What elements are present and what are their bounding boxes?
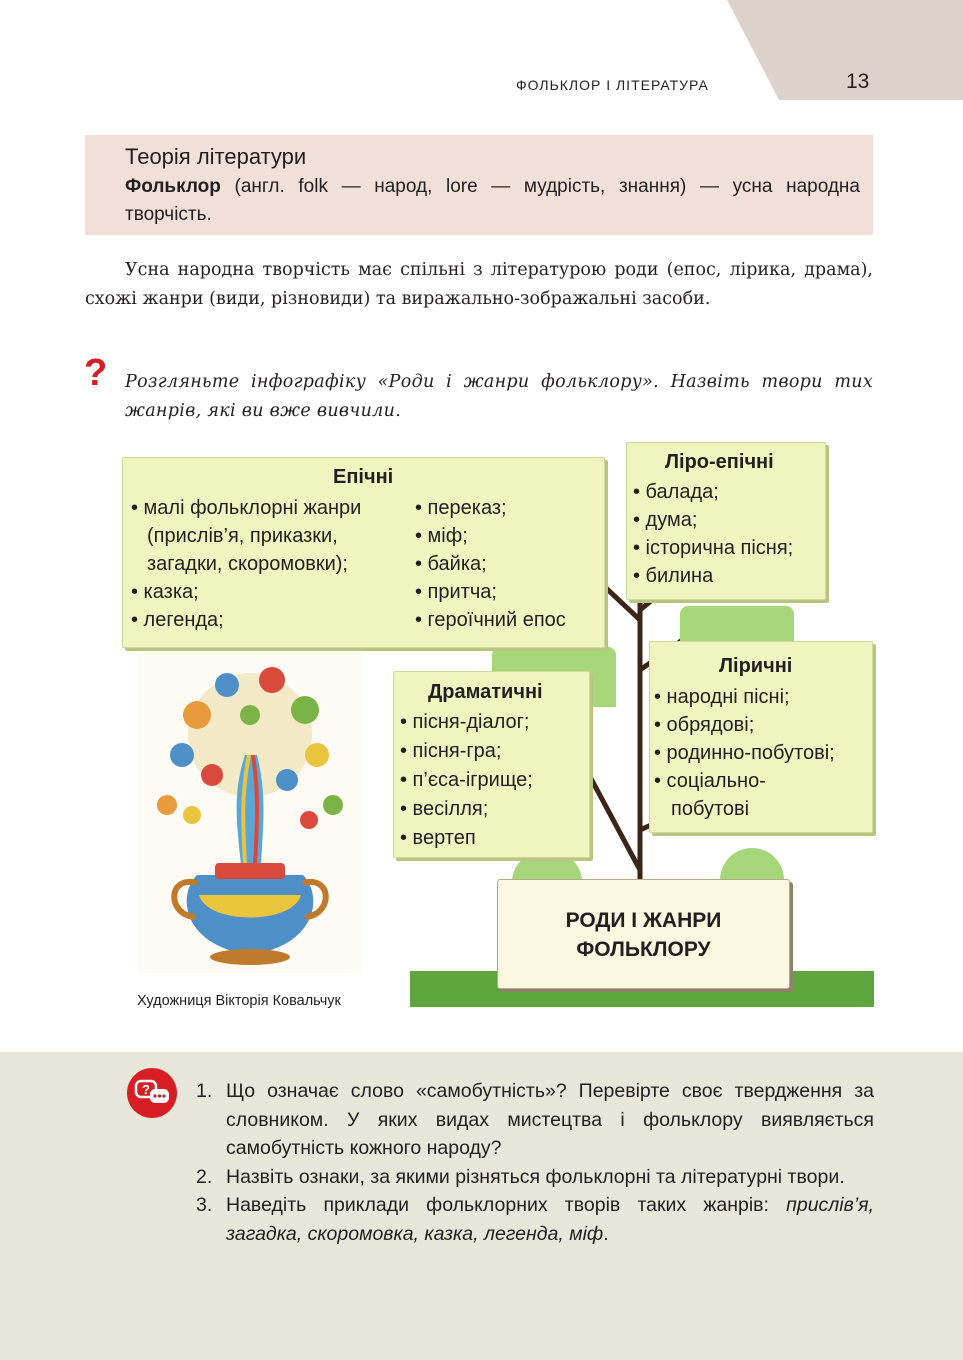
- root-genres-box: РОДИ І ЖАНРИ ФОЛЬКЛОРУ: [497, 879, 790, 989]
- epic-item: • міф;: [415, 525, 468, 547]
- lyro-epic-genres-box: Ліро-епічні • балада; • дума; • історичн…: [626, 442, 826, 600]
- epic-item: • притча;: [415, 581, 497, 603]
- lyric-title: Ліричні: [719, 655, 793, 677]
- dramatic-item: • весілля;: [400, 798, 489, 820]
- epic-genres-box: Епічні • малі фольклорні жанри (прислів’…: [122, 457, 605, 648]
- question-body: Наведіть приклади фольклорних творів так…: [226, 1194, 874, 1245]
- theory-box: Теорія літератури Фольклор (англ. folk —…: [85, 135, 873, 235]
- question-body: Назвіть ознаки, за якими різняться фольк…: [226, 1165, 845, 1188]
- theory-definition: Фольклор (англ. folk — народ, lore — муд…: [125, 173, 860, 229]
- dramatic-item: • п’єса-ігрище;: [400, 769, 533, 791]
- epic-item: • легенда;: [131, 609, 224, 631]
- header-corner-shape: [727, 0, 963, 100]
- discussion-question: 1. Що означає слово «самобутність»? Пере…: [196, 1077, 874, 1163]
- lyro-epic-item: • дума;: [633, 509, 698, 531]
- lyric-item: побутові: [671, 798, 750, 820]
- epic-item: загадки, скоромовки);: [147, 553, 348, 575]
- root-title-line2: ФОЛЬКЛОРУ: [576, 938, 711, 961]
- lyric-item: • соціально-: [654, 770, 766, 792]
- tree-of-life-artwork-icon: [137, 655, 363, 973]
- artwork-caption: Художниця Вікторія Ковальчук: [137, 993, 341, 1009]
- epic-title: Епічні: [333, 466, 394, 488]
- theory-heading: Теорія літератури: [125, 144, 307, 169]
- epic-item: • малі фольклорні жанри: [131, 497, 362, 519]
- lyric-item: • народні пісні;: [654, 686, 790, 708]
- lyro-epic-item: • билина: [633, 565, 714, 587]
- page-number: 13: [846, 70, 870, 93]
- lyro-epic-item: • балада;: [633, 481, 719, 503]
- discussion-questions: 1. Що означає слово «самобутність»? Пере…: [196, 1077, 874, 1248]
- running-header-title: ФОЛЬКЛОР І ЛІТЕРАТУРА: [516, 77, 709, 93]
- dramatic-item: • пісня-діалог;: [400, 711, 530, 733]
- epic-item: (прислів’я, приказки,: [147, 525, 338, 547]
- dramatic-title: Драматичні: [428, 681, 543, 703]
- epic-item: • казка;: [131, 581, 199, 603]
- dramatic-genres-box: Драматичні • пісня-діалог; • пісня-гра; …: [393, 671, 590, 858]
- lyro-epic-item: • історична пісня;: [633, 537, 794, 559]
- epic-item: • переказ;: [415, 497, 507, 519]
- speech-bubbles-icon: ?: [127, 1068, 177, 1118]
- question-number: 3.: [196, 1194, 213, 1216]
- discussion-question: 2. Назвіть ознаки, за якими різняться фо…: [196, 1163, 874, 1192]
- question-body-text: Наведіть приклади фольклорних творів так…: [226, 1194, 787, 1216]
- root-title-line1: РОДИ І ЖАНРИ: [565, 909, 722, 932]
- dramatic-item: • пісня-гра;: [400, 740, 502, 762]
- question-mark-icon: ?: [84, 352, 108, 394]
- question-body-end: .: [603, 1222, 609, 1245]
- lyro-epic-title: Ліро-епічні: [665, 451, 774, 473]
- lyric-genres-box: Ліричні • народні пісні; • обрядові; • р…: [649, 641, 873, 833]
- intro-paragraph: Усна народна творчість має спільні з літ…: [85, 260, 873, 309]
- question-body-italic: прислів’я, загадка, скоромовка, казка, л…: [226, 1194, 874, 1245]
- epic-item: • байка;: [415, 553, 487, 575]
- theory-term: Фольклор: [125, 176, 221, 197]
- theory-definition-text: (англ. folk — народ, lore — мудрість, зн…: [125, 176, 860, 225]
- infographic: Епічні • малі фольклорні жанри (прислів’…: [0, 430, 963, 1020]
- svg-text:?: ?: [142, 1082, 150, 1097]
- question-number: 2.: [196, 1165, 213, 1188]
- lyric-item: • родинно-побутові;: [654, 742, 835, 764]
- epic-item: • героїчний епос: [415, 609, 566, 631]
- lyric-item: • обрядові;: [654, 714, 755, 736]
- dramatic-item: • вертеп: [400, 827, 476, 849]
- question-text: Розгляньте інфографіку «Роди і жанри фол…: [125, 372, 873, 421]
- question-body: Що означає слово «самобутність»? Перевір…: [226, 1080, 874, 1159]
- discussion-question: 3. Наведіть приклади фольклорних творів …: [196, 1191, 874, 1248]
- question-number: 1.: [196, 1080, 213, 1102]
